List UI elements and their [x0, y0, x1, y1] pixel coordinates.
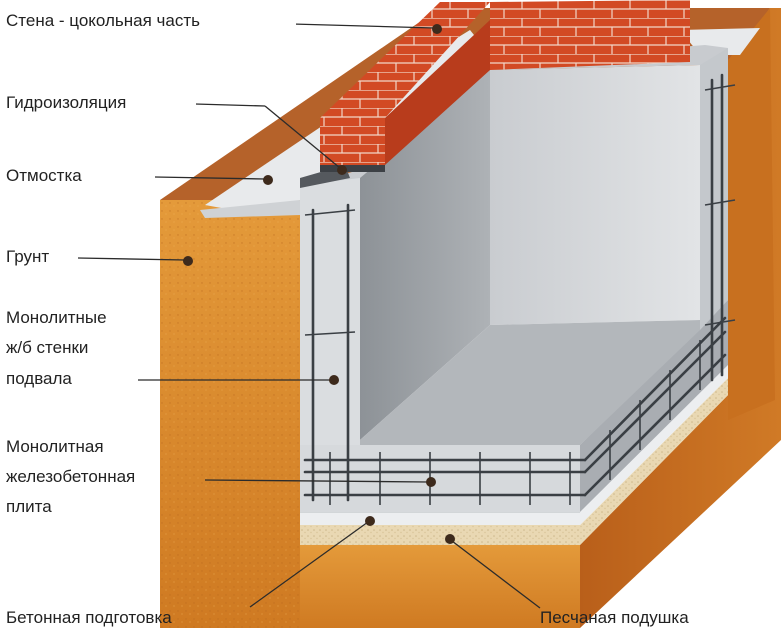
label-walls-1: Монолитные	[6, 308, 107, 327]
brick-side	[385, 20, 490, 165]
wall-back	[490, 65, 700, 325]
label-walls-2: ж/б стенки	[6, 338, 88, 357]
brick-left-top	[320, 2, 490, 118]
soil-side	[580, 8, 781, 628]
label-slab-3: плита	[6, 497, 52, 516]
sand-cushion	[300, 378, 728, 545]
label-waterproofing: Гидроизоляция	[6, 93, 126, 112]
wall-inner-side	[360, 70, 490, 440]
brick-front	[320, 118, 385, 165]
wall-front-left	[300, 175, 360, 445]
brick-back	[490, 0, 690, 70]
label-slab-2: железобетонная	[6, 467, 135, 486]
labels: Стена - цокольная часть Гидроизоляция От…	[0, 5, 689, 627]
label-walls-3: подвала	[6, 369, 72, 388]
label-blind-area: Отмостка	[6, 166, 82, 185]
slab-front	[300, 445, 580, 512]
label-wall-plinth: Стена - цокольная часть	[6, 11, 200, 30]
brick-wall	[320, 0, 690, 172]
basement-floor	[360, 320, 700, 445]
label-concrete-prep: Бетонная подготовка	[6, 608, 172, 627]
rebar	[303, 73, 736, 505]
wall-right	[700, 48, 728, 330]
label-slab-1: Монолитная	[6, 437, 104, 456]
label-soil: Грунт	[6, 247, 49, 266]
label-sand-cushion: Песчаная подушка	[540, 608, 689, 627]
leaders	[77, 23, 541, 609]
